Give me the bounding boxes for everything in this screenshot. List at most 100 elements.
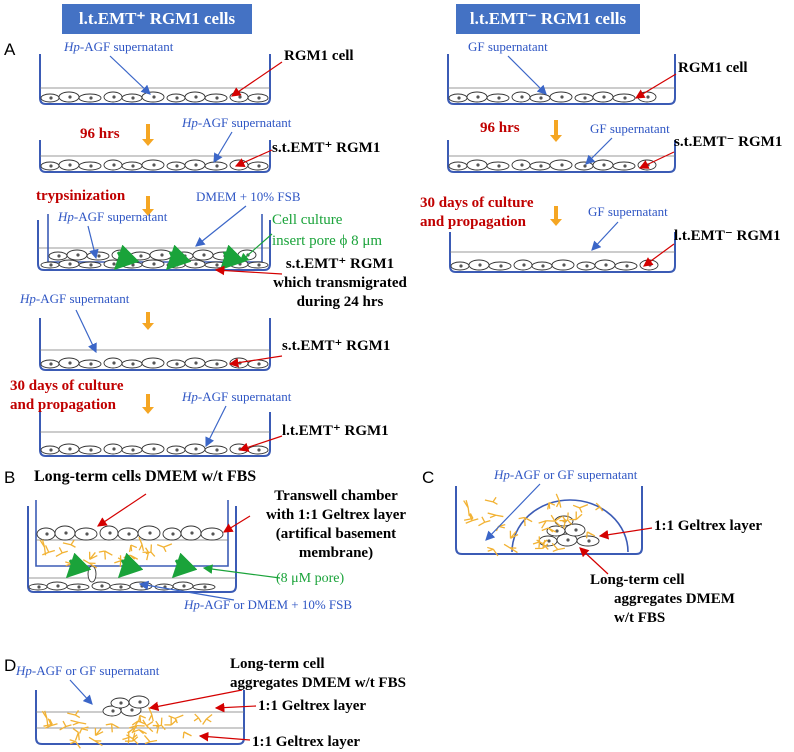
fiber [81, 728, 89, 731]
culture-label-left-2: and propagation [10, 397, 117, 413]
section-d-label: D [4, 656, 17, 675]
nucleus [623, 164, 627, 168]
panel-d-supernatant-label: Hp-AGF or GF supernatant [16, 663, 160, 678]
fiber [70, 719, 80, 724]
st-emt-plus-label-1: s.t.EMT⁺ RGM1 [272, 140, 381, 156]
nucleus [131, 96, 135, 100]
ptr-d-geltrex-1 [214, 702, 257, 713]
fiber [146, 720, 154, 727]
dish-a-left-1 [39, 54, 271, 105]
ptr-hp-agf-5 [205, 405, 227, 448]
fibers-c [463, 493, 604, 557]
cells-a-left-1 [40, 91, 269, 103]
fiber [478, 521, 486, 527]
fiber [503, 543, 511, 549]
nucleus [89, 164, 93, 168]
fiber [44, 724, 52, 729]
fiber [70, 544, 76, 548]
nucleus [119, 701, 123, 705]
insert-pore-label-1: Cell culture [272, 212, 343, 228]
nucleus [587, 539, 591, 543]
panel-d-aggregates-2: aggregates DMEM w/t FBS [230, 675, 406, 691]
nucleus [175, 164, 179, 168]
fiber [567, 519, 573, 525]
fiber [481, 516, 486, 523]
fiber [127, 728, 133, 734]
fiber [552, 548, 558, 553]
fiber [538, 520, 547, 524]
nucleus [194, 262, 198, 266]
arrow-after-transmig-left [142, 312, 154, 330]
nucleus [478, 263, 482, 267]
arrow-trypsin-left [142, 196, 154, 216]
ptr-long-term [97, 493, 147, 527]
nucleus [215, 96, 219, 100]
cells-a-left-3-bottom [40, 259, 269, 269]
fiber [595, 502, 601, 508]
nucleus [562, 263, 566, 267]
fiber [487, 512, 497, 516]
nucleus [541, 264, 545, 268]
dmem-fsb-label: DMEM + 10% FSB [196, 189, 301, 204]
hp-agf-label-2: Hp-AGF supernatant [182, 115, 292, 130]
nucleus [131, 362, 135, 366]
ptr-medium [138, 580, 235, 601]
ptr-c-geltrex [598, 527, 653, 540]
rgm1-cell-label-right: RGM1 cell [678, 60, 748, 76]
nucleus [560, 95, 564, 99]
fiber [586, 531, 593, 536]
nucleus [100, 584, 104, 588]
nucleus [539, 164, 543, 168]
nucleus [476, 163, 480, 167]
fiber [139, 714, 146, 719]
ptr-gf-1 [507, 55, 547, 95]
nucleus [238, 262, 242, 266]
st-emt-plus-label-2: s.t.EMT⁺ RGM1 [282, 338, 391, 354]
fiber [538, 541, 541, 548]
section-b-label: B [4, 468, 16, 487]
ptr-gf-3 [591, 221, 619, 251]
ptr-c-aggregates [579, 547, 609, 575]
nucleus [215, 164, 219, 168]
fiber [595, 506, 601, 511]
nucleus [257, 448, 261, 452]
nucleus [194, 163, 198, 167]
nucleus [175, 263, 179, 267]
fiber [492, 501, 498, 505]
nucleus [547, 539, 551, 543]
fiber [554, 516, 562, 522]
fiber [78, 721, 87, 725]
nucleus [215, 362, 219, 366]
nucleus [49, 263, 53, 267]
nucleus [623, 96, 627, 100]
fiber [95, 731, 104, 737]
aggregate-d-2 [110, 695, 150, 709]
dish-a-right-2 [447, 140, 676, 173]
cells-b-top [36, 525, 224, 541]
panel-c-geltrex-label: 1:1 Geltrex layer [654, 518, 763, 534]
dish-a-left-5 [39, 412, 271, 457]
cells-b-bottom [28, 581, 216, 591]
nucleus [202, 253, 206, 257]
culture-label-right-2: and propagation [420, 214, 527, 230]
nucleus [131, 164, 135, 168]
nucleus [119, 585, 123, 589]
aggregate-c-2 [546, 523, 586, 537]
green-b-2 [117, 552, 144, 579]
fiber [557, 547, 565, 551]
fiber [575, 513, 583, 521]
green-migrate-1 [113, 244, 140, 271]
nucleus [476, 95, 480, 99]
fiber [94, 740, 103, 747]
fiber [472, 518, 479, 522]
fiber [122, 736, 130, 741]
nucleus [257, 96, 261, 100]
nucleus [215, 448, 219, 452]
fiber [206, 718, 212, 723]
arrow-culture-right [550, 206, 562, 226]
nucleus [68, 447, 72, 451]
nucleus [625, 264, 629, 268]
nucleus [171, 532, 175, 536]
nucleus [97, 254, 101, 258]
fiber [98, 550, 105, 553]
